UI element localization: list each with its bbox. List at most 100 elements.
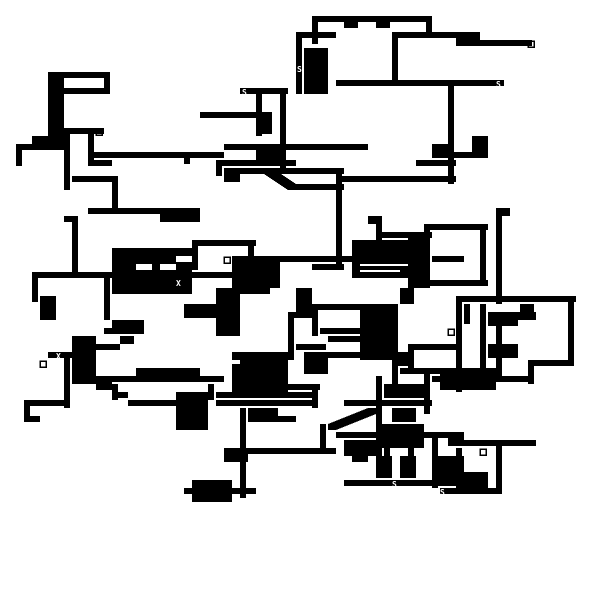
corridor-segment [16,144,56,150]
corridor-segment [448,152,488,158]
stair-marker: S [242,88,247,97]
room-block [296,288,312,312]
corridor-segment [216,400,272,406]
corridor-segment [432,256,464,262]
room-block [432,144,452,158]
room-block [408,232,424,288]
room-block [360,304,392,360]
room-block [304,48,328,94]
stair-marker: S [73,121,78,130]
room-block [40,296,56,320]
corridor-segment [416,160,456,166]
room-details [136,256,408,364]
corridor-segment [464,304,470,324]
corridor-segment [480,304,486,384]
corridor-segment [128,400,176,406]
map-markers: S S S S S S S S S S S S S S A A X X X X [56,65,501,497]
room-block [384,384,424,398]
corridor-segment [248,256,344,262]
corridor-segment [192,240,256,246]
stair-marker: S [496,80,501,89]
corridor-segment [376,232,432,238]
corridor-segment [312,304,392,310]
corridor-segment [224,168,344,174]
room-block [472,136,488,158]
room-block [488,312,536,320]
corridor-segment [456,40,532,46]
corridor-segment [424,224,430,288]
room-block [112,248,192,294]
stair-marker: S [200,216,205,225]
stair-marker: S [472,272,477,281]
corridor-segment [408,344,456,350]
corridor-segment [296,32,302,94]
corridor-segment [392,304,398,384]
corridor-segment [224,144,368,150]
corridor-segment [72,216,78,274]
corridor-segment [192,240,198,270]
corridor-segment [104,72,110,94]
corridor-segment [288,312,294,360]
corridor-segment [296,344,326,350]
room-block [392,352,408,366]
corridor-segment [208,384,214,400]
corridor-segment [344,480,434,486]
corridor-segment [336,432,376,438]
cross-marker: X [328,321,333,330]
corridor-segment [200,112,270,118]
corridor-segment [448,80,454,184]
room-opening [136,264,152,270]
corridor-segment [64,216,78,222]
room-block [376,424,424,448]
corridor-segment [216,392,312,398]
corridor-segment [328,336,376,342]
diagonal-corridor [328,408,376,430]
room-block [160,208,200,222]
corridor-segment [496,208,502,304]
room-opening [232,360,240,364]
corridor-segment [88,152,224,158]
room-block [352,448,368,462]
corridor-segment [288,312,312,318]
corridor-segment [456,448,462,472]
corridor-segment [24,400,70,406]
room-block [96,376,112,390]
corridor-segment [104,328,144,334]
stair-marker: S [368,384,373,393]
room-opening [360,270,400,272]
corridor-segment [16,144,22,166]
corridor-segment [424,280,488,286]
room-opening [176,256,192,262]
door-icon [447,328,455,336]
stair-marker: S [392,480,397,489]
corridor-segment [104,272,110,320]
corridor-segment [426,16,432,34]
corridor-segment [64,352,70,408]
corridor-segment [408,344,414,368]
corridor-segment [72,176,112,182]
corridor-segment [312,304,318,336]
corridor-segment [320,328,392,334]
door-icon [95,128,103,136]
stair-marker: S [297,65,302,74]
door-icon [223,256,231,264]
corridor-segment [24,416,40,422]
stair-marker: S [344,184,349,193]
room-block [344,16,358,28]
room-block [520,304,534,320]
door-icon [39,360,47,368]
stair-marker: S [472,320,477,329]
corridor-segment [432,376,532,382]
corridor-segment [272,384,320,390]
corridor-segment [32,272,112,278]
corridor-segment [528,360,534,384]
corridor-segment [312,16,432,22]
corridor-segment [528,360,574,366]
room-block [48,72,64,136]
room-block [184,304,224,318]
stair-marker: S [328,360,333,369]
corridor-segment [456,296,576,302]
corridor-segment [336,80,504,86]
